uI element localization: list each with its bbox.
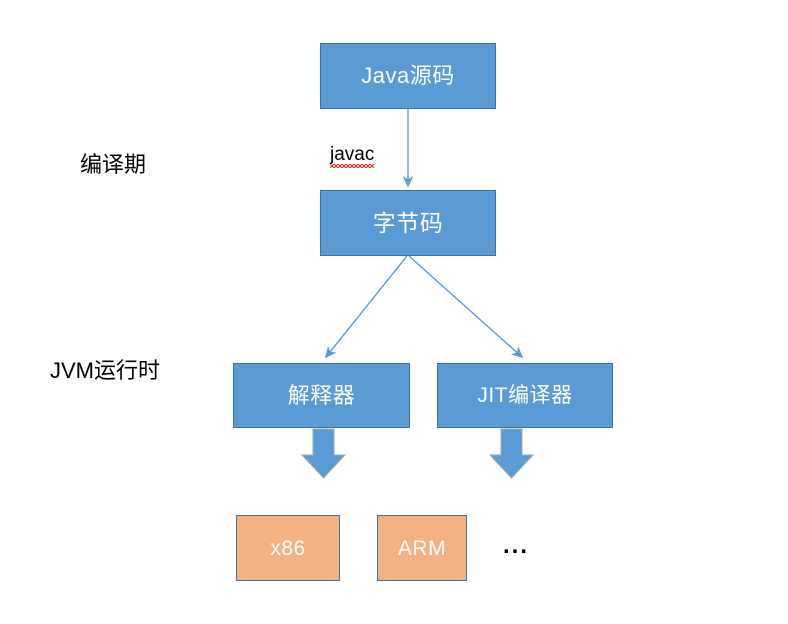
edge-label-javac-text: javac bbox=[330, 144, 375, 165]
node-jit-compiler: JIT编译器 bbox=[437, 363, 613, 428]
node-target-arm: ARM bbox=[377, 515, 467, 581]
node-java-source: Java源码 bbox=[320, 43, 496, 109]
edge-label-javac: javac bbox=[330, 144, 375, 168]
block-arrow-interpreter-to-hardware bbox=[300, 428, 347, 479]
phase-label-jvm-runtime: JVM运行时 bbox=[50, 358, 161, 383]
spellcheck-underline-icon bbox=[330, 164, 375, 168]
arrow-bytecode-to-jit bbox=[408, 255, 524, 359]
node-target-more-ellipsis: ... bbox=[503, 532, 530, 559]
phase-label-compile-time: 编译期 bbox=[80, 152, 147, 177]
node-target-x86: x86 bbox=[236, 515, 340, 581]
node-bytecode: 字节码 bbox=[320, 190, 496, 256]
node-interpreter: 解释器 bbox=[233, 363, 410, 428]
block-arrow-jit-to-hardware bbox=[488, 428, 535, 479]
arrow-bytecode-to-interpreter bbox=[324, 255, 408, 359]
